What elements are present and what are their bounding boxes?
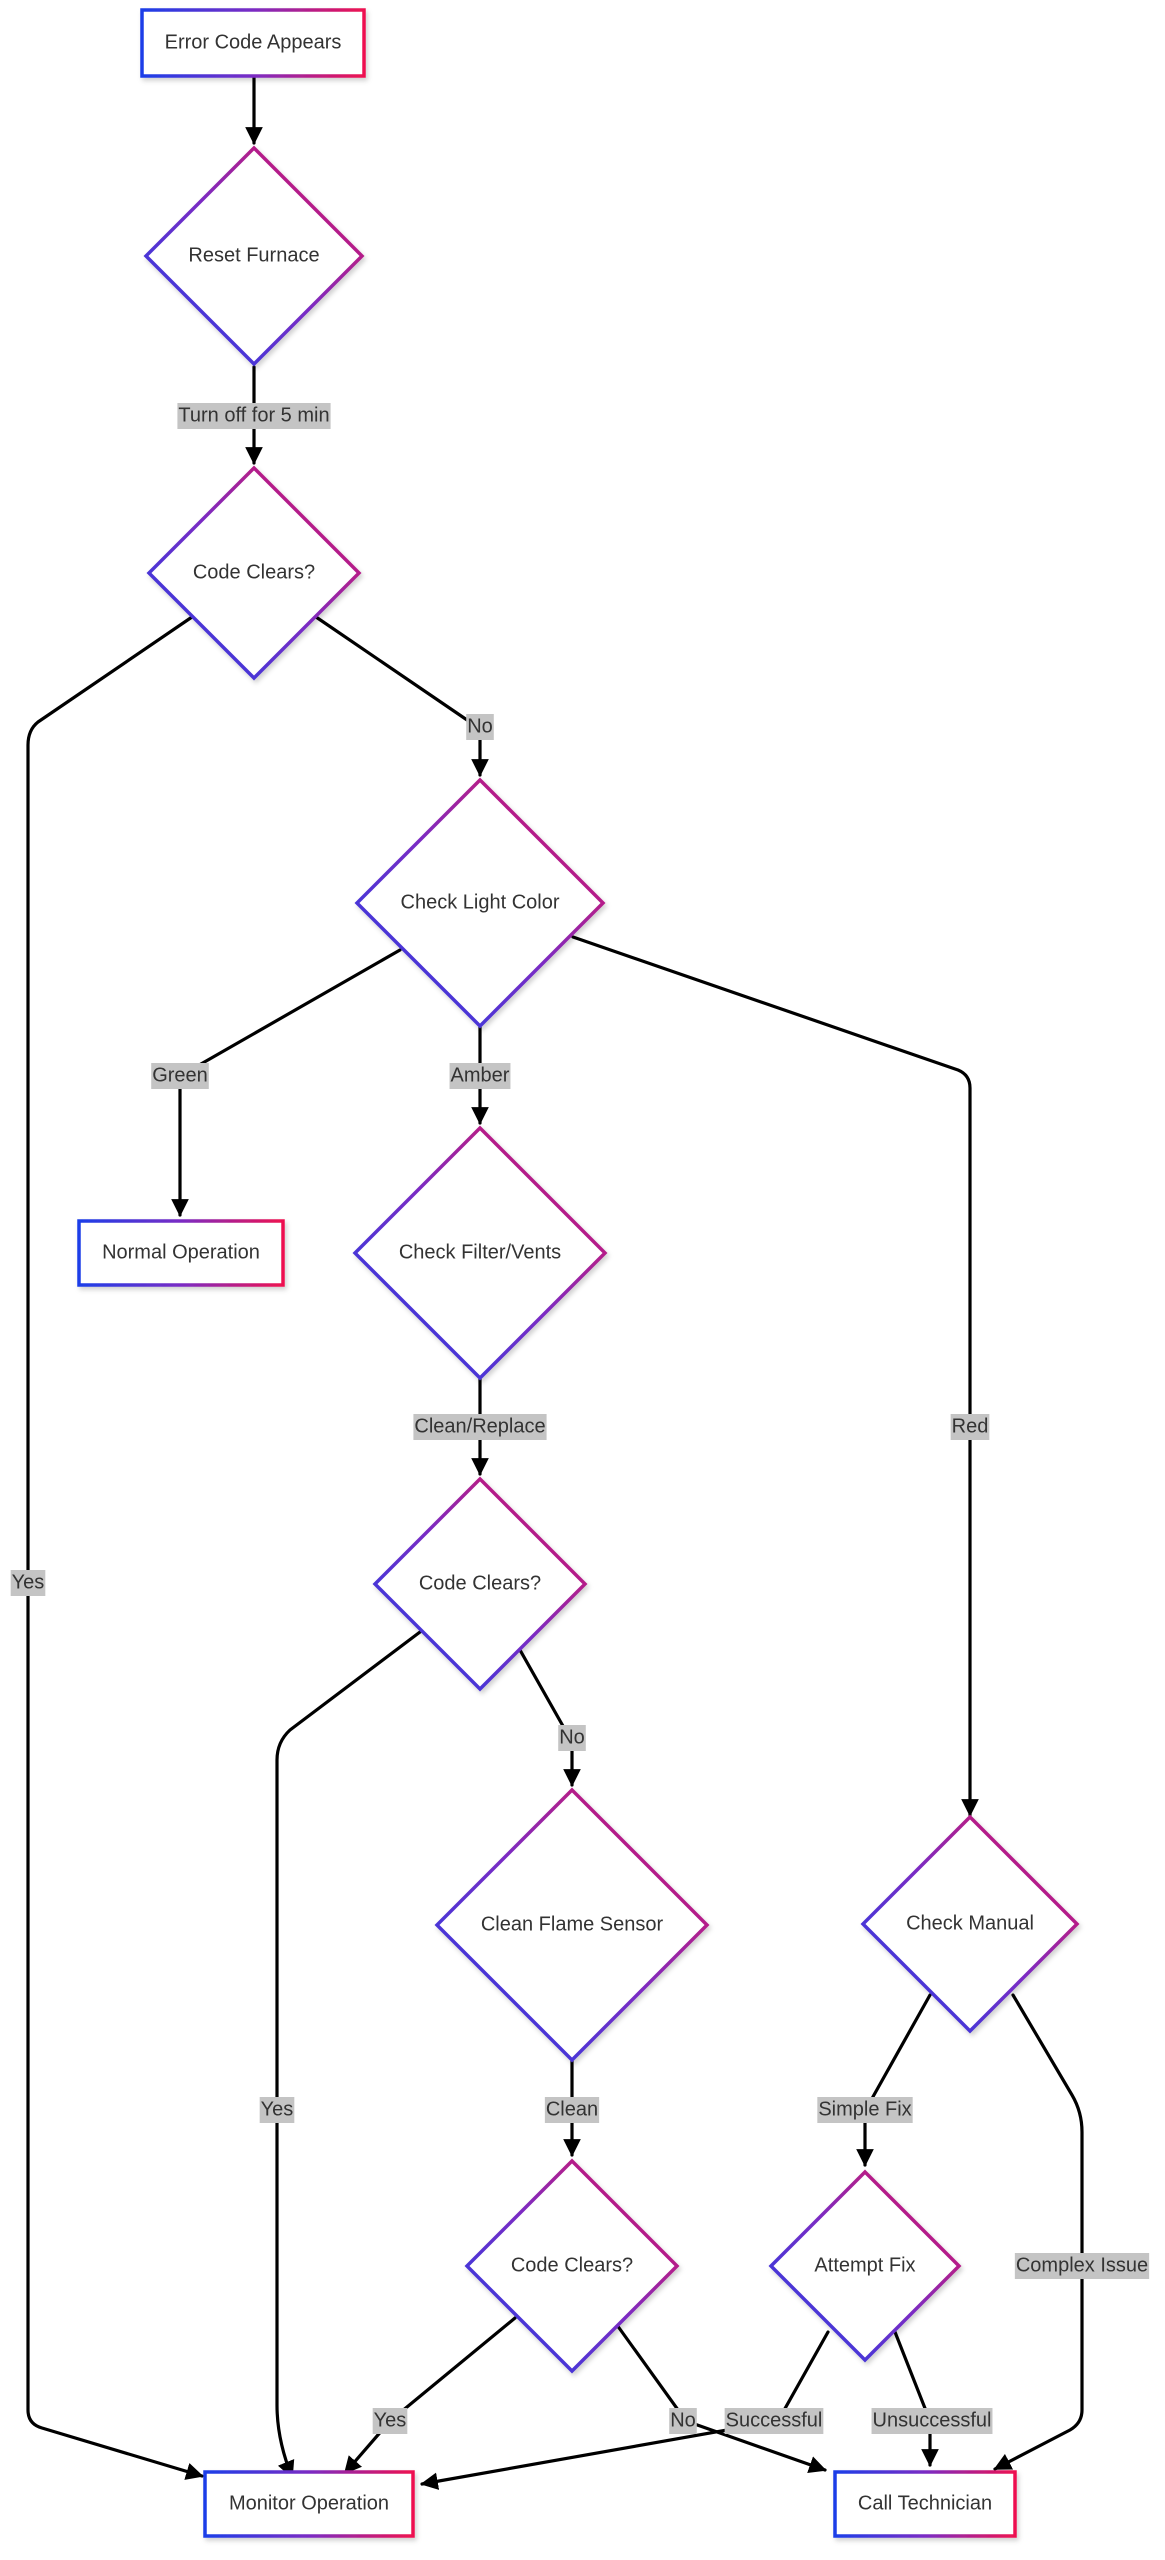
edge-label-complex-issue: Complex Issue bbox=[1014, 2253, 1150, 2279]
edge-simple-fix bbox=[856, 1993, 932, 2167]
edge-label-cc1-yes: Yes bbox=[10, 1570, 46, 1596]
edge-red bbox=[571, 935, 979, 1817]
edge-codeclears1-yes bbox=[26, 615, 204, 2480]
node-label: Check Filter/Vents bbox=[399, 1241, 561, 1263]
svg-text:Yes: Yes bbox=[261, 2098, 294, 2120]
svg-text:Yes: Yes bbox=[12, 1571, 45, 1593]
node-call-technician: Call Technician bbox=[833, 2470, 1017, 2538]
svg-text:Clean/Replace: Clean/Replace bbox=[414, 1415, 545, 1437]
edge-labels: Turn off for 5 min No Yes Green Amber Re… bbox=[10, 403, 1150, 2434]
node-label: Check Light Color bbox=[401, 891, 560, 913]
node-label: Call Technician bbox=[858, 2492, 992, 2514]
edge-label-unsuccessful: Unsuccessful bbox=[871, 2408, 993, 2434]
svg-text:Amber: Amber bbox=[451, 1064, 510, 1086]
node-monitor-operation: Monitor Operation bbox=[203, 2470, 415, 2538]
node-code-clears-1: Code Clears? bbox=[146, 465, 362, 681]
node-label: Normal Operation bbox=[102, 1241, 260, 1263]
node-code-clears-2: Code Clears? bbox=[372, 1476, 588, 1692]
node-attempt-fix: Attempt Fix bbox=[768, 2169, 962, 2363]
node-check-light-color: Check Light Color bbox=[354, 777, 606, 1029]
node-label: Attempt Fix bbox=[814, 2254, 915, 2276]
edge-green bbox=[171, 948, 402, 1217]
node-label: Reset Furnace bbox=[188, 244, 319, 266]
node-label: Check Manual bbox=[906, 1912, 1034, 1934]
svg-text:Green: Green bbox=[152, 1064, 208, 1086]
edge-complex-issue bbox=[993, 1993, 1084, 2471]
edge-label-clean: Clean bbox=[544, 2097, 600, 2123]
edge-codeclears3-no bbox=[615, 2323, 827, 2474]
edge-label-simple-fix: Simple Fix bbox=[817, 2097, 913, 2123]
edge-label-red: Red bbox=[950, 1414, 990, 1440]
node-code-clears-3: Code Clears? bbox=[464, 2158, 680, 2374]
node-label: Monitor Operation bbox=[229, 2492, 389, 2514]
svg-text:Clean: Clean bbox=[546, 2098, 598, 2120]
node-label: Code Clears? bbox=[419, 1572, 541, 1594]
node-clean-flame-sensor: Clean Flame Sensor bbox=[434, 1787, 710, 2063]
svg-text:No: No bbox=[559, 1726, 585, 1748]
edge-unsuccessful bbox=[893, 2330, 939, 2467]
edge-codeclears3-yes bbox=[343, 2316, 517, 2475]
edge-codeclears2-yes bbox=[275, 1630, 422, 2479]
svg-text:Simple Fix: Simple Fix bbox=[818, 2098, 911, 2120]
edge-label-cc3-no: No bbox=[669, 2408, 697, 2434]
node-label: Code Clears? bbox=[511, 2254, 633, 2276]
edge-label-cc3-yes: Yes bbox=[372, 2408, 408, 2434]
edge-codeclears2-no bbox=[518, 1648, 581, 1787]
node-check-manual: Check Manual bbox=[860, 1814, 1080, 2034]
svg-text:Unsuccessful: Unsuccessful bbox=[873, 2409, 992, 2431]
svg-text:No: No bbox=[670, 2409, 696, 2431]
node-normal-operation: Normal Operation bbox=[77, 1219, 285, 1287]
edge-label-cc2-yes: Yes bbox=[259, 2097, 295, 2123]
edge-label-cc1-no: No bbox=[466, 714, 494, 740]
nodes: Error Code Appears Reset Furnace Code Cl… bbox=[77, 8, 1080, 2538]
node-label: Error Code Appears bbox=[165, 31, 342, 53]
node-label: Code Clears? bbox=[193, 561, 315, 583]
node-reset-furnace: Reset Furnace bbox=[143, 145, 365, 367]
svg-text:No: No bbox=[467, 715, 493, 737]
edge-label-successful: Successful bbox=[724, 2408, 824, 2434]
edge-label-amber: Amber bbox=[449, 1063, 511, 1089]
node-check-filter-vents: Check Filter/Vents bbox=[352, 1125, 608, 1381]
svg-text:Complex Issue: Complex Issue bbox=[1016, 2254, 1148, 2276]
edge-label-green: Green bbox=[151, 1063, 209, 1089]
svg-text:Red: Red bbox=[952, 1415, 989, 1437]
node-label: Clean Flame Sensor bbox=[481, 1913, 664, 1935]
edge-codeclears1-no bbox=[314, 615, 489, 777]
node-error-code-appears: Error Code Appears bbox=[140, 8, 366, 78]
svg-text:Yes: Yes bbox=[374, 2409, 407, 2431]
svg-text:Turn off for 5 min: Turn off for 5 min bbox=[178, 404, 329, 426]
edge-label-cc2-no: No bbox=[558, 1725, 586, 1751]
edge-label-turn-off: Turn off for 5 min bbox=[177, 403, 331, 429]
svg-text:Successful: Successful bbox=[726, 2409, 823, 2431]
edge-label-clean-replace: Clean/Replace bbox=[413, 1414, 547, 1440]
